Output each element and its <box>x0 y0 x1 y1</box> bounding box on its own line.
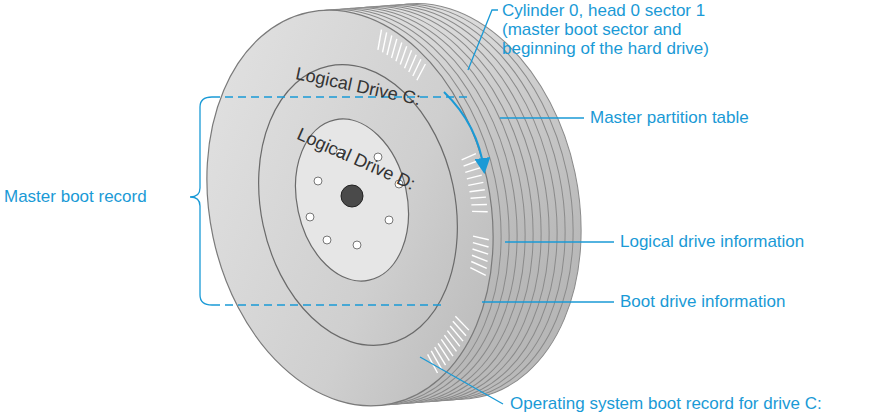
sector-mark <box>468 182 483 185</box>
sector-mark <box>453 321 466 335</box>
callout-text: Operating system boot record for drive C… <box>510 394 822 413</box>
sector-mark <box>462 154 476 160</box>
sector-mark <box>470 268 485 276</box>
sector-mark <box>382 32 386 52</box>
callout-text: Boot drive information <box>620 292 785 311</box>
sector-mark <box>472 211 488 213</box>
sector-mark <box>387 35 392 55</box>
sector-mark <box>435 347 446 365</box>
sector-mark <box>396 42 402 61</box>
sector-mark <box>467 175 482 179</box>
rotation-arrow <box>444 92 484 170</box>
callout-text: Master partition table <box>590 108 749 127</box>
sector-mark <box>441 339 453 356</box>
sector-mark <box>464 161 479 166</box>
sector-mark <box>400 46 406 64</box>
callout-text: Logical drive information <box>620 232 804 251</box>
callout-text: Cylinder 0, head 0 sector 1 (master boot… <box>502 1 752 58</box>
sector-mark <box>438 343 449 360</box>
sector-mark <box>417 64 426 80</box>
spindle <box>341 185 363 207</box>
sector-mark <box>450 326 463 341</box>
bracket-label: Master boot record <box>4 187 147 206</box>
sector-mark <box>471 204 487 206</box>
sector-mark <box>471 197 486 198</box>
hub <box>281 108 423 291</box>
sector-mark <box>472 255 488 261</box>
sector-mark <box>405 50 412 68</box>
leader-lines <box>190 10 614 404</box>
sector-mark <box>473 249 489 254</box>
sector-mark <box>447 331 459 347</box>
sector-mark <box>392 39 397 58</box>
sector-mark <box>471 262 487 269</box>
sector-marks <box>378 30 489 373</box>
sector-mark <box>473 243 489 247</box>
sector-mark <box>378 30 382 50</box>
sector-mark <box>469 190 484 192</box>
sector-mark <box>455 316 468 330</box>
sector-mark <box>465 168 480 173</box>
sector-mark <box>473 236 489 240</box>
front-platter <box>171 0 528 418</box>
sector-mark <box>444 335 456 351</box>
sector-mark <box>409 55 417 72</box>
